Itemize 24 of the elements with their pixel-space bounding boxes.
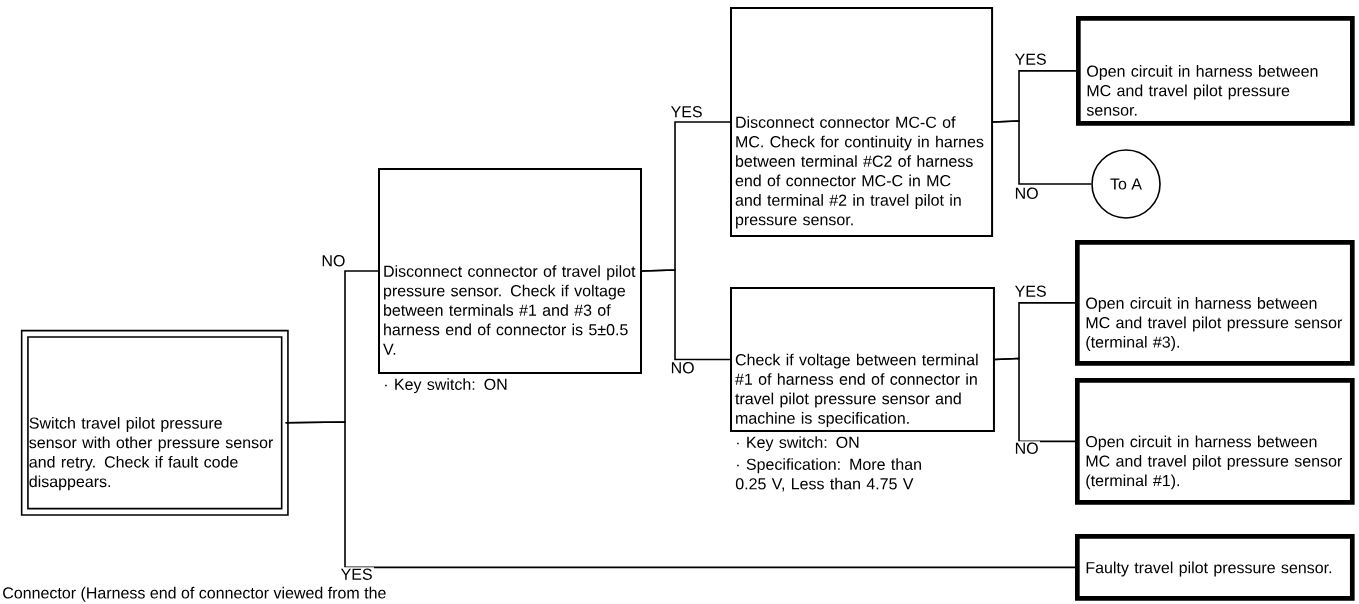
edge-label: NO <box>320 253 347 268</box>
step-box: Disconnect connector MC-C of MC. Check for continuity in harnes between terminal #C2 of harness end of connector MC-C in MC and terminal #2 in travel pilot in pressure sensor. <box>730 7 994 237</box>
note-text: · Specification: More than 0.25 V, Less than 4.75 V <box>735 458 921 492</box>
edge-label: YES <box>339 567 374 582</box>
connector-line <box>641 269 731 361</box>
step-box: Disconnect connector of travel pilot pressure sensor. Check if voltage between terminals #1 and #3 of harness end of connector is 5±0.5 V. <box>378 168 642 374</box>
edge-label: YES <box>669 104 704 119</box>
edge-label: YES <box>1013 52 1048 67</box>
result-box: Faulty travel pilot pressure sensor. <box>1075 534 1355 601</box>
note-text: · Key switch: ON <box>385 378 507 394</box>
connector-line <box>992 120 1092 185</box>
result-box: Open circuit in harness between MC and travel pilot pressure sensor. <box>1076 16 1355 126</box>
footer-note: Connector (Harness end of connector viewed from the <box>3 586 386 602</box>
start-box: Switch travel pilot pressure sensor with other pressure sensor and retry. Check if fault code disappears. <box>20 329 289 516</box>
edge-label: YES <box>1013 284 1048 299</box>
edge-label: NO <box>669 360 696 375</box>
note-text: · Key switch: ON <box>737 436 859 452</box>
result-box: Open circuit in harness between MC and travel pilot pressure sensor (terminal #3). <box>1075 240 1355 366</box>
edge-label: NO <box>1013 441 1040 456</box>
connector-line <box>284 421 1076 569</box>
edge-label: NO <box>1013 186 1040 201</box>
result-box: Open circuit in harness between MC and travel pilot pressure sensor (terminal #1). <box>1075 378 1355 505</box>
connector-line <box>994 357 1076 443</box>
step-box: Check if voltage between terminal #1 of harness end of connector in travel pilot pressure sensor and machine is specification. <box>730 287 995 432</box>
